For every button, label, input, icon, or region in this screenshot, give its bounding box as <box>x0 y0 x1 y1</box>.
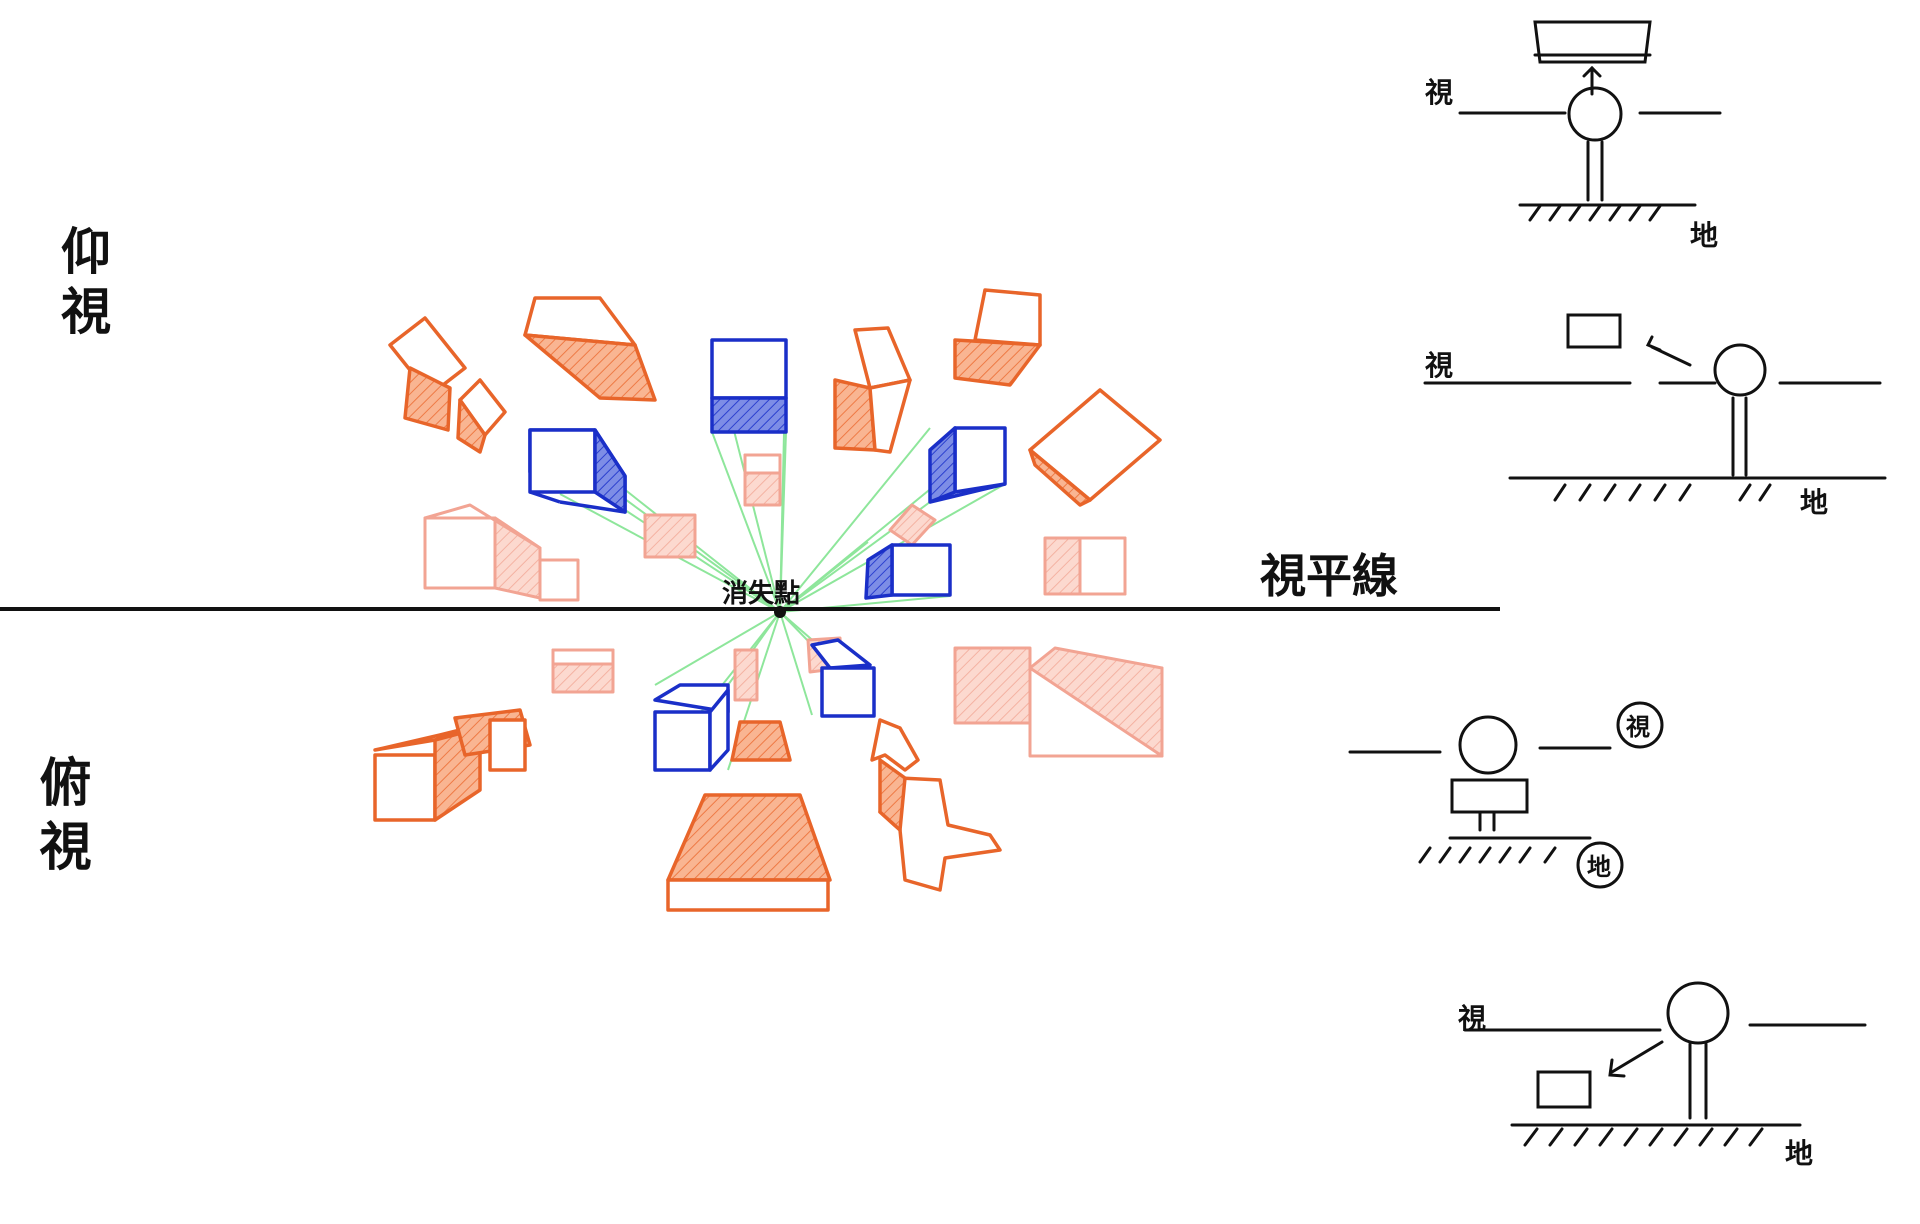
faded-box <box>1043 536 1127 596</box>
thumbnail-look-down <box>1463 981 1867 1147</box>
orange-box-tall <box>833 326 912 454</box>
blue-cube-bottom-right <box>810 638 876 718</box>
faded-box <box>551 648 615 694</box>
faded-box <box>423 503 580 602</box>
vanishing-point <box>774 606 786 618</box>
orange-box-left-bottom <box>373 708 532 822</box>
faded-box <box>733 648 759 702</box>
orange-boxes <box>373 288 1162 912</box>
label-horizon: 視平線 <box>1260 549 1398 603</box>
faded-box <box>643 513 697 559</box>
orange-box-small-bottom <box>730 720 792 762</box>
faded-boxes <box>423 453 1164 758</box>
thumbnail-look-up <box>1423 313 1887 502</box>
orange-box-top-slab <box>523 296 657 402</box>
thumbnail-hold-eye: 視 <box>1625 713 1650 741</box>
orange-cross-bottom <box>870 718 1002 892</box>
thumbnail-overhead-ground: 地 <box>1690 219 1718 252</box>
blue-cube-left <box>528 428 627 514</box>
orange-box-top-left-stack <box>388 316 507 454</box>
blue-cube-top-center <box>710 338 788 434</box>
orange-box-right-tilted <box>1028 388 1162 507</box>
faded-box <box>888 503 937 547</box>
label-look-down: 俯視 <box>30 755 91 883</box>
thumbnail-look-down-eye: 視 <box>1458 1002 1486 1035</box>
label-look-up: 仰視 <box>53 225 111 345</box>
thumbnail-look-up-ground: 地 <box>1800 486 1828 519</box>
thumbnail-look-up-eye: 視 <box>1425 349 1453 382</box>
blue-cube-bottom-left <box>653 683 730 772</box>
thumbnail-overhead <box>1458 20 1722 222</box>
thumbnail-hold <box>1348 701 1664 889</box>
blue-cube-right <box>928 426 1007 504</box>
faded-box <box>953 646 1164 758</box>
thumbnail-look-down-ground: 地 <box>1785 1137 1813 1170</box>
orange-box-large-bottom <box>666 793 832 912</box>
thumbnail-hold-ground: 地 <box>1587 853 1611 881</box>
thumbnail-overhead-eye: 視 <box>1425 76 1453 109</box>
blue-cube-near-horizon <box>864 543 952 600</box>
faded-box <box>743 453 782 507</box>
label-vanishing-point: 消失點 <box>722 579 800 609</box>
blue-cubes <box>528 338 1007 772</box>
orange-box-top-right <box>953 288 1042 387</box>
